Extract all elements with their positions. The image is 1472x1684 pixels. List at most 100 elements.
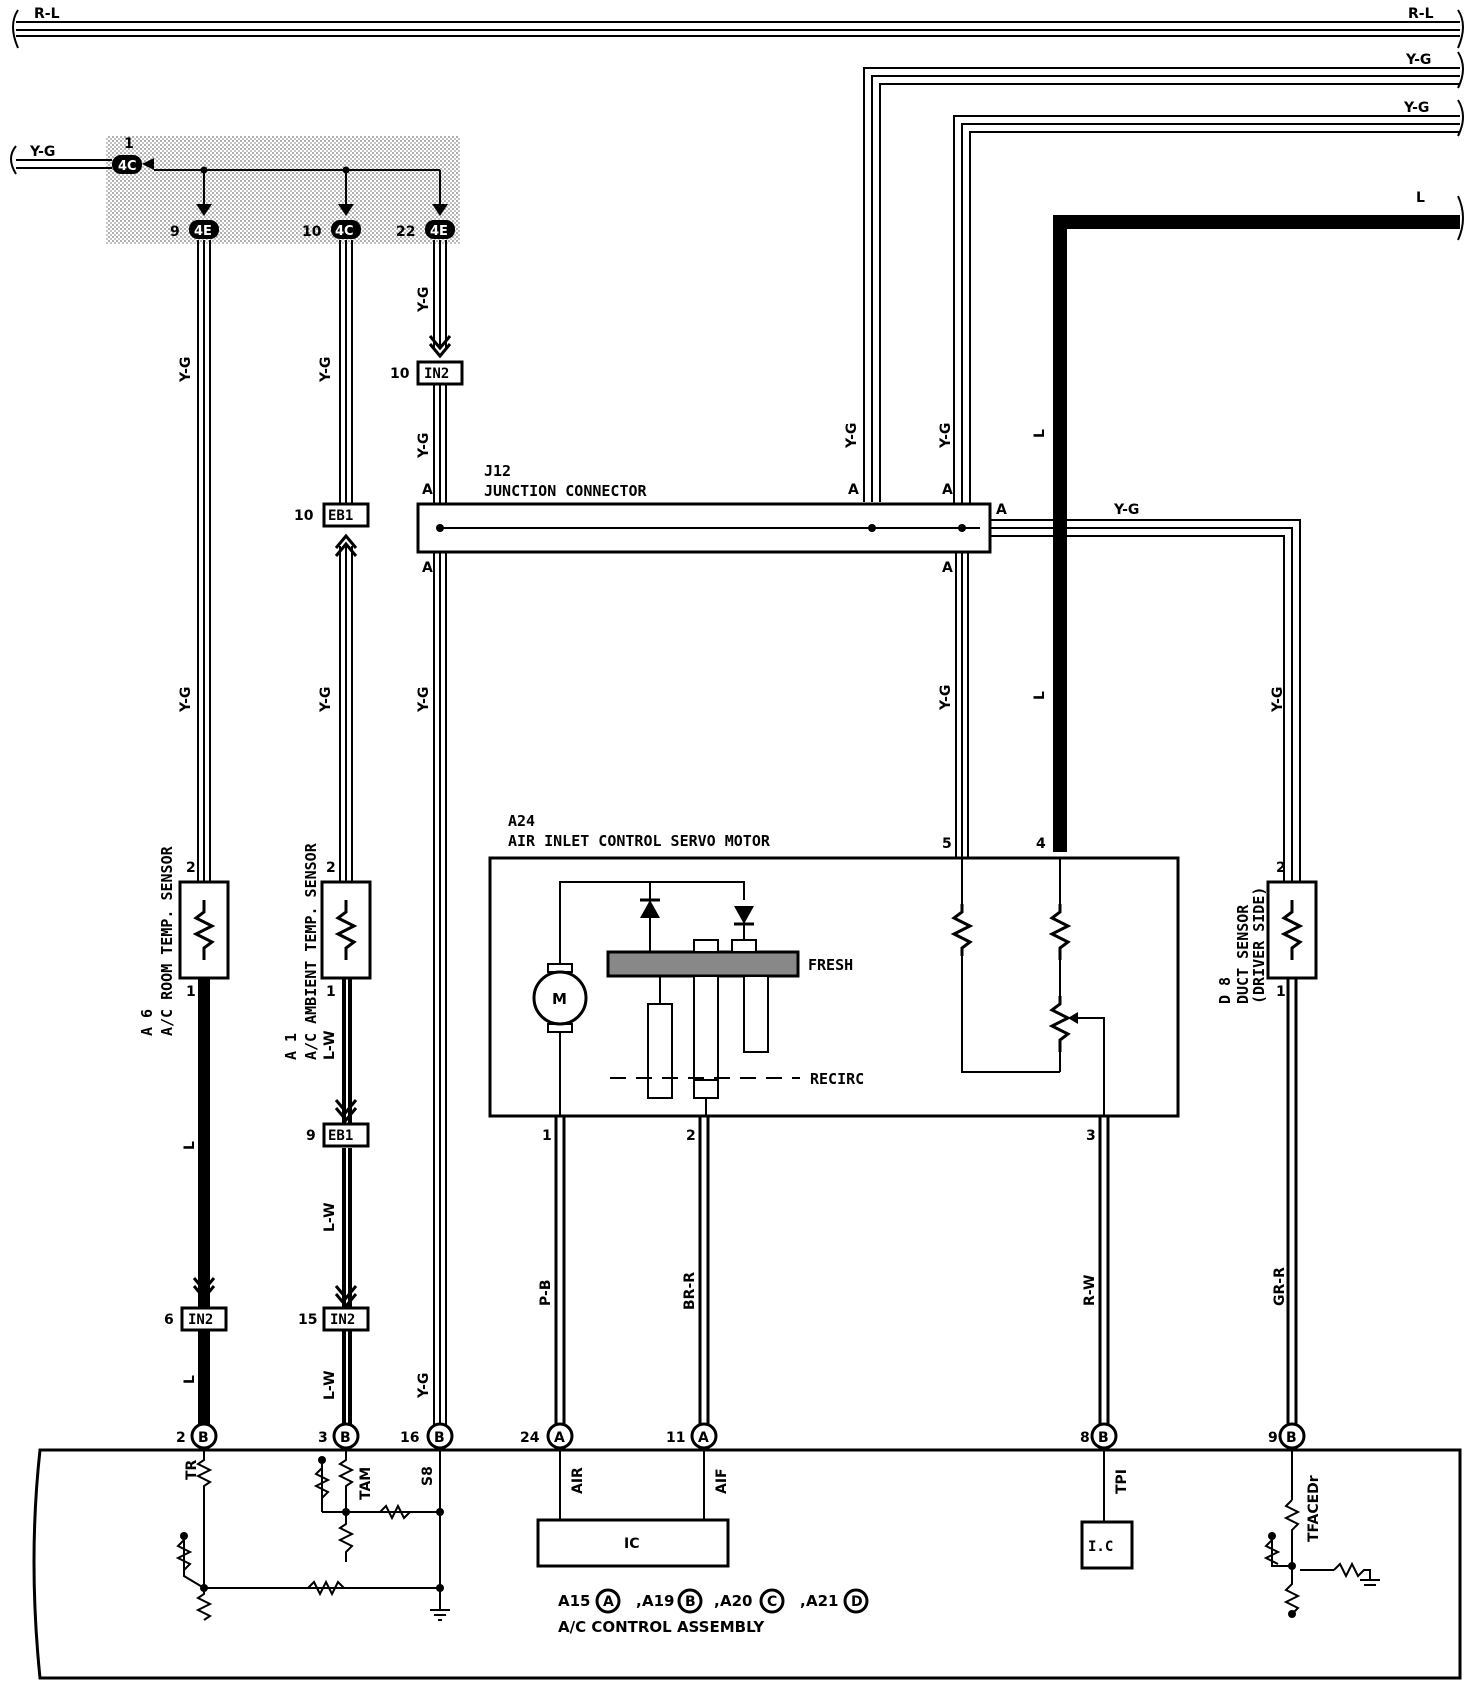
servo-pin-1: 1 — [542, 1128, 552, 1144]
right-feed-3-label: L — [1416, 190, 1425, 206]
servo-motor: A24 AIR INLET CONTROL SERVO MOTOR 5 4 1 … — [488, 812, 1180, 1144]
col1-wire-label-b: Y-G — [178, 687, 194, 713]
right-feed-1: Y-G — [863, 51, 1464, 502]
col2-wire-label-a: Y-G — [318, 357, 334, 383]
col2-wire-label-d: L-W — [322, 1202, 338, 1232]
right-feed-2-label: Y-G — [1403, 100, 1429, 116]
fresh-plate — [606, 950, 800, 978]
col6-wire-label-a: L — [1032, 429, 1048, 438]
splice-input-connector — [112, 155, 142, 174]
splice-out-1-connector — [189, 220, 219, 239]
room-sensor-code: A 6 — [138, 1009, 156, 1036]
motor2-wire-label: BR-R — [682, 1272, 698, 1310]
ambient-sensor-pin-top: 2 — [326, 860, 336, 876]
duct-sensor-pin-top: 2 — [1276, 860, 1286, 876]
junction-pin-a6: A — [996, 502, 1007, 518]
right-feed-2: Y-G — [953, 99, 1464, 522]
splice-input-connector-label: 4C — [118, 159, 137, 174]
column-s8-wiring: Y-G Y-G Y-G Y-G — [416, 240, 452, 1436]
legend-2-code: A19 — [642, 1592, 674, 1610]
splice-input-pin: 1 — [124, 136, 134, 152]
splice-out-2-label: 4C — [335, 224, 354, 239]
col3-wire-label-d: Y-G — [416, 1373, 432, 1399]
ca-pin-5: A 11 — [666, 1422, 718, 1450]
col5-wire-label-b: Y-G — [938, 685, 954, 711]
col3-wire-label-b: Y-G — [416, 433, 432, 459]
ca-pin-6-num: 8 — [1080, 1430, 1090, 1446]
ambient-sensor-pin-bottom: 1 — [326, 984, 336, 1000]
inline-connectors: IN2 10 EB1 10 EB1 9 IN2 6 IN2 15 — [164, 360, 464, 1332]
inline-connector-1-id: IN2 — [424, 366, 449, 382]
ca-pin-7-letter: B — [1286, 1430, 1297, 1446]
ca-pin-2: B 3 — [318, 1422, 360, 1450]
ambient-sensor-name: A/C AMBIENT TEMP. SENSOR — [302, 842, 320, 1060]
room-sensor-pin-bottom: 1 — [186, 984, 196, 1000]
servo-pin-5: 5 — [942, 836, 952, 852]
duct-sensor-name2: (DRIVER SIDE) — [1250, 887, 1268, 1004]
ca-pin-1: B 2 — [176, 1422, 218, 1450]
motor1-wire-label: P-B — [538, 1280, 554, 1307]
legend-2-sep: , — [636, 1592, 642, 1610]
top-bus-left-label: R-L — [34, 6, 60, 22]
legend-3-letter: C — [767, 1594, 777, 1610]
ca-pin-7-num: 9 — [1268, 1430, 1278, 1446]
motor3-wire-label: R-W — [1082, 1275, 1098, 1306]
col5-lower-wiring — [955, 552, 969, 858]
room-temp-sensor: 2 1 A 6 A/C ROOM TEMP. SENSOR — [138, 845, 230, 1036]
splice-out-3-connector — [425, 220, 455, 239]
col3-wire-label-c: Y-G — [416, 687, 432, 713]
ca-pin-5-letter: A — [698, 1430, 709, 1446]
col2-wire-label-b: Y-G — [318, 687, 334, 713]
splice-input-label: Y-G — [29, 144, 55, 160]
junction-code: J12 — [484, 462, 511, 480]
duct-sensor-name: DUCT SENSOR — [1234, 904, 1252, 1004]
servo-pin-3: 3 — [1086, 1128, 1096, 1144]
ambient-sensor-code: A 1 — [282, 1033, 300, 1060]
servo-output-wiring: P-B BR-R R-W — [538, 1116, 1110, 1424]
terminal-tr: TR — [184, 1459, 200, 1480]
duct-wire-label: GR-R — [1272, 1267, 1288, 1306]
ic-box — [536, 1518, 730, 1568]
legend-4-letter: D — [851, 1594, 863, 1610]
ca-pin-3-letter: B — [434, 1430, 445, 1446]
junction-connector: J12 JUNCTION CONNECTOR A A A A A A Y-G — [416, 462, 1301, 882]
inline-connector-5-pin: 15 — [298, 1312, 317, 1328]
servo-pin-4: 4 — [1036, 836, 1046, 852]
col3-wire-label-a: Y-G — [416, 287, 432, 313]
terminal-aif: AIF — [714, 1468, 730, 1494]
junction-pin-a1: A — [422, 482, 433, 498]
inline-connector-3-id: EB1 — [328, 1128, 353, 1144]
terminal-tam: TAM — [358, 1467, 374, 1500]
splice-out-1-pin: 9 — [170, 224, 180, 240]
col2-wire-label-c: L-W — [322, 1030, 338, 1060]
splice-out-2-connector — [331, 220, 361, 239]
splice-out-3-label: 4E — [430, 224, 448, 239]
inline-connector-2-id: EB1 — [328, 508, 353, 524]
servo-code: A24 — [508, 812, 535, 830]
splice-out-1-label: 4E — [194, 224, 212, 239]
duct-sensor-code: D 8 — [1216, 977, 1234, 1004]
inline-connector-3-pin: 9 — [306, 1128, 316, 1144]
servo-name: AIR INLET CONTROL SERVO MOTOR — [508, 832, 771, 850]
splice-out-2-pin: 10 — [302, 224, 322, 240]
duct-sensor-pin-bottom: 1 — [1276, 984, 1286, 1000]
inline-connector-4-id: IN2 — [188, 1312, 213, 1328]
col1-wire-label-d: L — [182, 1375, 198, 1384]
column-ambient-sensor-wiring: Y-G Y-G L-W L-W L-W — [318, 240, 358, 1424]
junction-name: JUNCTION CONNECTOR — [484, 482, 648, 500]
top-bus: R-L R-L — [12, 6, 1464, 49]
junction-pin-a2: A — [422, 560, 433, 576]
terminal-tpi: TPI — [1114, 1469, 1130, 1494]
col2-wire-label-e: L-W — [322, 1370, 338, 1400]
ca-pin-3: B 16 — [400, 1422, 454, 1450]
junction-pin-a3: A — [848, 482, 859, 498]
ca-pin-7: B 9 — [1268, 1422, 1306, 1450]
ca-pin-4: A 24 — [520, 1422, 574, 1450]
ca-pin-1-letter: B — [198, 1430, 209, 1446]
inline-connector-1-pin: 10 — [390, 366, 410, 382]
room-sensor-name: A/C ROOM TEMP. SENSOR — [158, 845, 176, 1036]
motor-symbol: M — [552, 990, 567, 1008]
col6-wire-label-b: L — [1032, 691, 1048, 700]
ic2-box — [1080, 1520, 1134, 1570]
control-assembly: B 2 B 3 B 16 A 24 A 11 B 8 — [32, 1422, 1462, 1680]
